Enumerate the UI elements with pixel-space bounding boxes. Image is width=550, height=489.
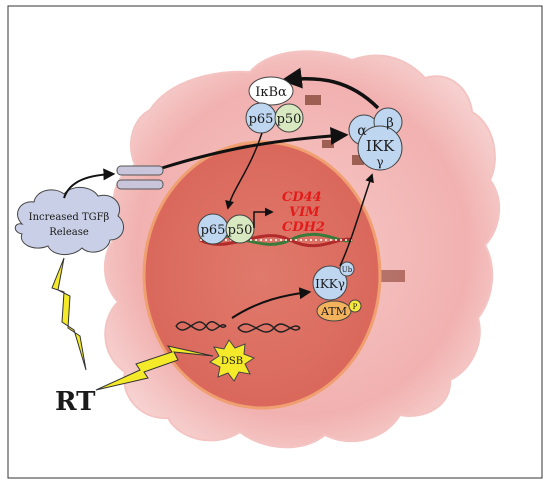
arrow-ikkg-to-ikk — [339, 173, 374, 267]
ikba-complex: IκBα p65 p50 — [245, 76, 304, 134]
p65-label-nucleus: p65 — [201, 223, 226, 238]
gene-label-0: CD44 — [282, 190, 322, 205]
arrow-receptor-to-ikk — [161, 126, 349, 170]
receptor-bar-bottom — [116, 179, 164, 190]
p50-label-cytoplasm: p50 — [277, 112, 302, 127]
dsb-star-shape — [209, 339, 256, 382]
tgfb-label-line1: Increased TGFβ — [29, 212, 110, 223]
ub-node — [339, 261, 355, 277]
ikkg-node — [312, 265, 348, 301]
arrow-dsb-to-ikkg — [231, 287, 312, 319]
phospho-node — [348, 299, 362, 313]
gene-label-1: VIM — [289, 205, 320, 220]
nuclear-nfkb-complex: p65 p50 — [197, 207, 353, 248]
gene-label-2: CDH2 — [282, 220, 325, 235]
cell-speckle — [305, 95, 321, 105]
tgfb-label-line2: Release — [49, 227, 89, 238]
p50-node-nucleus — [225, 214, 255, 244]
ikk-beta-label: β — [386, 116, 394, 131]
cloud-shape — [14, 187, 125, 255]
ikkg-atm-complex: IKKγ Ub ATM P — [312, 261, 362, 322]
ikba-label: IκBα — [255, 85, 287, 100]
arrow-tgfb-to-receptor — [63, 168, 116, 199]
cell-speckle — [322, 140, 334, 148]
target-genes: CD44 VIM CDH2 — [282, 190, 325, 235]
lightning-bolt-to-dsb — [95, 345, 214, 391]
damaged-dna — [175, 321, 301, 333]
phospho-label: P — [353, 303, 358, 311]
dna-strand-red — [199, 234, 353, 248]
nucleus — [142, 140, 382, 410]
ikk-complex: α β IKK γ — [348, 107, 403, 171]
ikba-node — [248, 76, 294, 106]
ikk-gamma-label: γ — [376, 155, 383, 169]
dsb-label: DSB — [221, 356, 243, 367]
p50-node-cytoplasm — [274, 103, 304, 133]
ikkg-label: IKKγ — [315, 277, 345, 291]
dna-fragment-right-b — [237, 323, 301, 333]
ikk-label: IKK — [366, 137, 395, 155]
arrow-ikk-to-ikba — [280, 67, 380, 110]
tgfb-release-cloud: Increased TGFβ Release — [14, 187, 125, 255]
ikk-gamma-node — [357, 125, 403, 171]
ikk-alpha-label: α — [357, 123, 367, 139]
dna-fragment-left-b — [175, 321, 227, 331]
p50-label-nucleus: p50 — [228, 223, 253, 238]
atm-label: ATM — [320, 305, 347, 318]
cell-speckle — [352, 155, 364, 165]
rt-label: RT — [55, 387, 96, 417]
lightning-bolt-to-cloud — [51, 257, 87, 371]
ub-label: Ub — [342, 266, 353, 274]
arrow-nfkb-to-nucleus — [225, 132, 263, 210]
p65-label-cytoplasm: p65 — [249, 112, 274, 127]
arrow-transcription — [253, 207, 274, 228]
tgfb-receptor — [116, 165, 164, 190]
dsb-burst: DSB — [209, 339, 256, 382]
receptor-bar-top — [116, 165, 164, 176]
